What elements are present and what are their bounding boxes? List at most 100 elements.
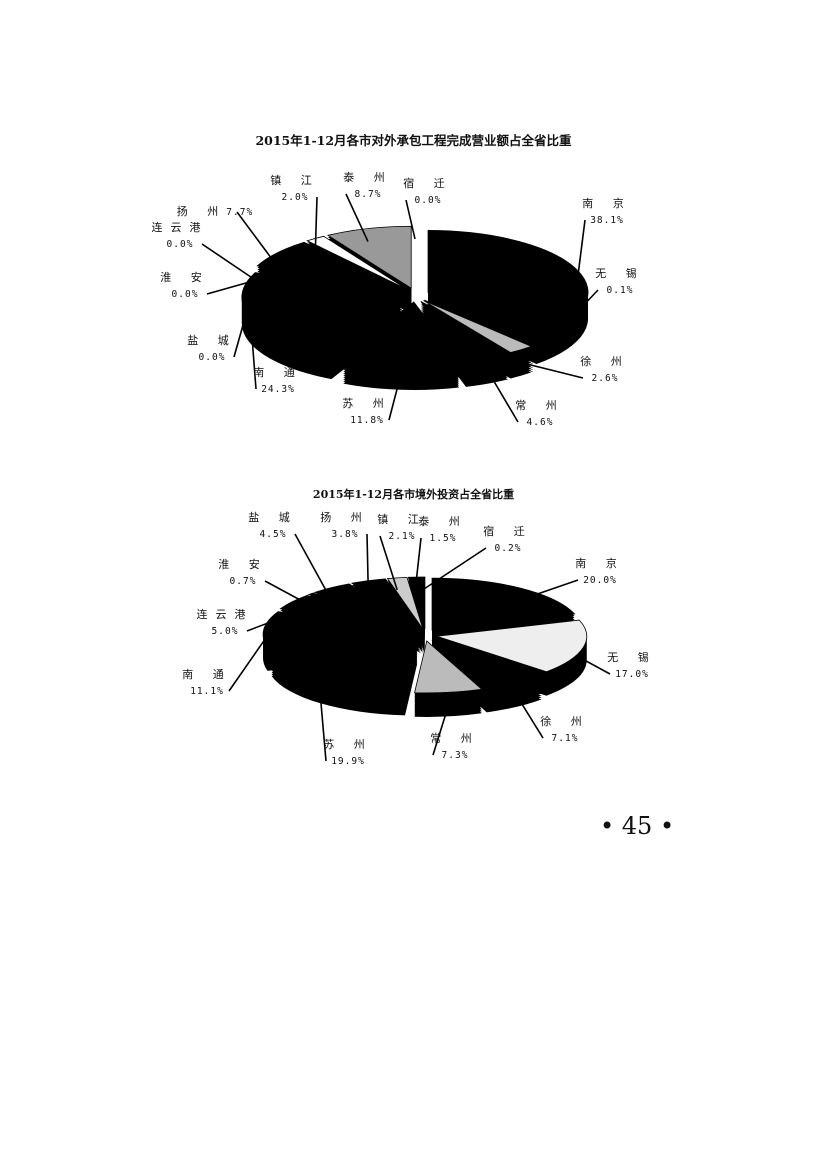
value-label: 7.1% <box>551 733 579 744</box>
pie-slice <box>270 639 418 692</box>
data-label: 镇 江 2.0% <box>270 173 320 206</box>
chart-2-title: 2015年1-12月各市境外投资占全省比重 <box>312 488 515 501</box>
pie-slice <box>307 592 417 632</box>
category-label: 常 州 <box>430 732 480 745</box>
leader-line <box>388 376 402 421</box>
data-label: 徐 州 7.1% <box>540 714 590 747</box>
leader-line <box>250 331 257 390</box>
category-label: 宿 迁 <box>403 177 453 190</box>
value-label: 11.8% <box>350 415 384 426</box>
data-label: 南 通 11.1% <box>182 667 232 700</box>
value-label: 4.5% <box>259 529 287 540</box>
value-label: 2.0% <box>281 192 309 203</box>
leader-line <box>576 219 586 283</box>
category-label: 苏 州 <box>323 738 373 751</box>
leader-line <box>582 658 611 675</box>
category-label: 连云港 <box>196 608 254 621</box>
pie-slice <box>279 595 416 632</box>
value-label: 8.7% <box>354 189 382 200</box>
value-label: 2.6% <box>591 373 619 384</box>
leader-line <box>521 361 584 379</box>
pie-slice <box>422 576 426 630</box>
pie-slice <box>386 576 424 630</box>
leader-line <box>236 211 278 267</box>
data-label: 盐 城 4.5% <box>248 510 298 543</box>
category-label: 宿 迁 <box>483 525 533 538</box>
value-label: 20.0% <box>583 575 617 586</box>
pie-slice <box>313 583 419 631</box>
category-label: 淮 安 <box>218 558 268 571</box>
leader-line <box>532 289 599 360</box>
leader-line <box>206 279 256 295</box>
leader-line <box>366 533 370 593</box>
category-label: 镇 江 <box>377 513 427 526</box>
category-label: 盐 城 <box>187 334 237 347</box>
leader-line <box>379 535 398 591</box>
pie-slice <box>436 619 588 673</box>
value-label: 4.6% <box>526 417 554 428</box>
category-label: 苏 州 <box>342 397 392 410</box>
value-label: 3.8% <box>331 529 359 540</box>
category-label: 徐 州 <box>540 715 590 728</box>
value-label: 0.0% <box>414 195 442 206</box>
data-label: 泰 州 8.7% <box>343 170 393 203</box>
value-label: 0.1% <box>606 285 634 296</box>
leader-line <box>423 547 487 590</box>
pie-slice <box>342 301 460 365</box>
leader-line <box>405 199 416 240</box>
pie-slice <box>414 640 483 694</box>
page-number: • 45 • <box>600 812 675 840</box>
category-label: 泰 州 <box>418 515 468 528</box>
value-label: 7.7% <box>226 207 254 218</box>
leader-line <box>314 196 318 252</box>
data-label: 宿 迁 0.2% <box>483 524 533 557</box>
category-label: 南 通 <box>253 366 303 379</box>
leader-line <box>414 537 422 590</box>
data-label: 徐 州 2.6% <box>580 354 630 387</box>
leader-line <box>246 612 293 632</box>
category-label: 扬 州 <box>176 205 227 218</box>
pie-slice <box>326 225 412 289</box>
category-label: 南 通 <box>182 668 232 681</box>
value-label: 0.0% <box>198 352 226 363</box>
pie-slice <box>431 639 543 689</box>
category-label: 扬 州 <box>320 511 370 524</box>
leader-line <box>233 280 257 358</box>
leader-line <box>294 533 332 601</box>
leader-line <box>201 243 257 281</box>
value-label: 0.2% <box>494 543 522 554</box>
data-label: 宿 迁 0.0% <box>403 176 453 209</box>
leader-line <box>228 640 265 692</box>
leader-line <box>515 694 544 739</box>
leader-line <box>345 193 369 242</box>
category-label: 徐 州 <box>580 355 630 368</box>
pie-slice <box>256 241 405 292</box>
value-label: 38.1% <box>590 215 624 226</box>
value-label: 0.0% <box>166 239 194 250</box>
category-label: 泰 州 <box>343 171 393 184</box>
leader-line <box>264 580 312 607</box>
category-label: 盐 城 <box>248 511 298 524</box>
value-label: 11.1% <box>190 686 224 697</box>
data-label: 扬 州 3.8% <box>320 510 370 543</box>
pie-slice <box>407 576 425 630</box>
data-label: 苏 州 11.8% <box>342 396 392 429</box>
data-label: 扬 州7.7% <box>177 204 253 221</box>
leader-line <box>432 704 450 756</box>
pie-slice <box>424 299 535 347</box>
leader-line <box>519 579 579 601</box>
pie-slice <box>431 577 576 631</box>
leader-line <box>486 370 519 423</box>
category-label: 无 锡 <box>607 651 657 664</box>
category-label: 镇 江 <box>270 174 320 187</box>
